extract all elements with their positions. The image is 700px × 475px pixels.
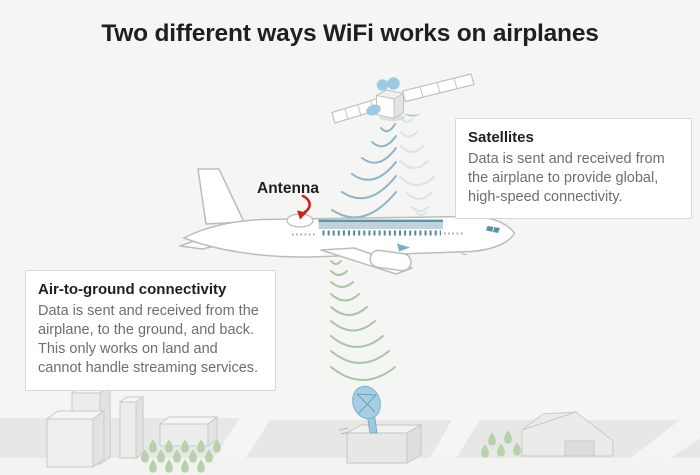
road-bottom-strip [0,458,700,475]
satellite-swoosh [403,113,421,117]
antenna-strip [318,221,443,229]
engine [369,249,412,272]
station-antenna-marks [338,427,350,435]
ground-station [338,385,423,464]
building-low [158,415,219,447]
callout-satellites-title: Satellites [468,129,534,146]
callout-satellites-body: Data is sent and received from the airpl… [468,150,665,206]
satellite-dish-icon [352,385,381,420]
callout-satellites: Satellites Data is sent and received fro… [455,118,692,220]
antenna-label: Antenna [257,180,319,197]
page-title: Two different ways WiFi works on airplan… [101,20,599,47]
satellite-icon [331,73,475,124]
wifi-waves-air-to-ground [330,260,396,381]
satellite-antenna-ball-2 [387,77,400,90]
satellite-antenna-ball-1 [376,79,389,91]
wing-root-accent [397,243,410,252]
building-cube [45,410,106,468]
gear-mark [460,251,468,256]
airplane-icon [179,168,516,275]
warehouse-door [564,440,595,457]
callout-air-to-ground: Air-to-ground connectivity Data is sent … [25,270,276,391]
warehouse-building [521,411,614,457]
callout-air-to-ground-title: Air-to-ground connectivity [38,281,227,298]
satellite-dish-small [366,104,381,116]
antenna-strip-edge [318,219,443,222]
building-narrow [118,396,145,460]
wifi-waves-satellite [331,123,397,219]
tail-fin [197,168,245,225]
antenna-arrow [297,194,311,220]
satellite-body [375,89,405,120]
callout-air-to-ground-body: Data is sent and received from the airpl… [38,302,259,377]
wifi-waves-satellite-light [399,118,435,216]
station-building [345,424,423,464]
city-buildings [45,385,219,468]
